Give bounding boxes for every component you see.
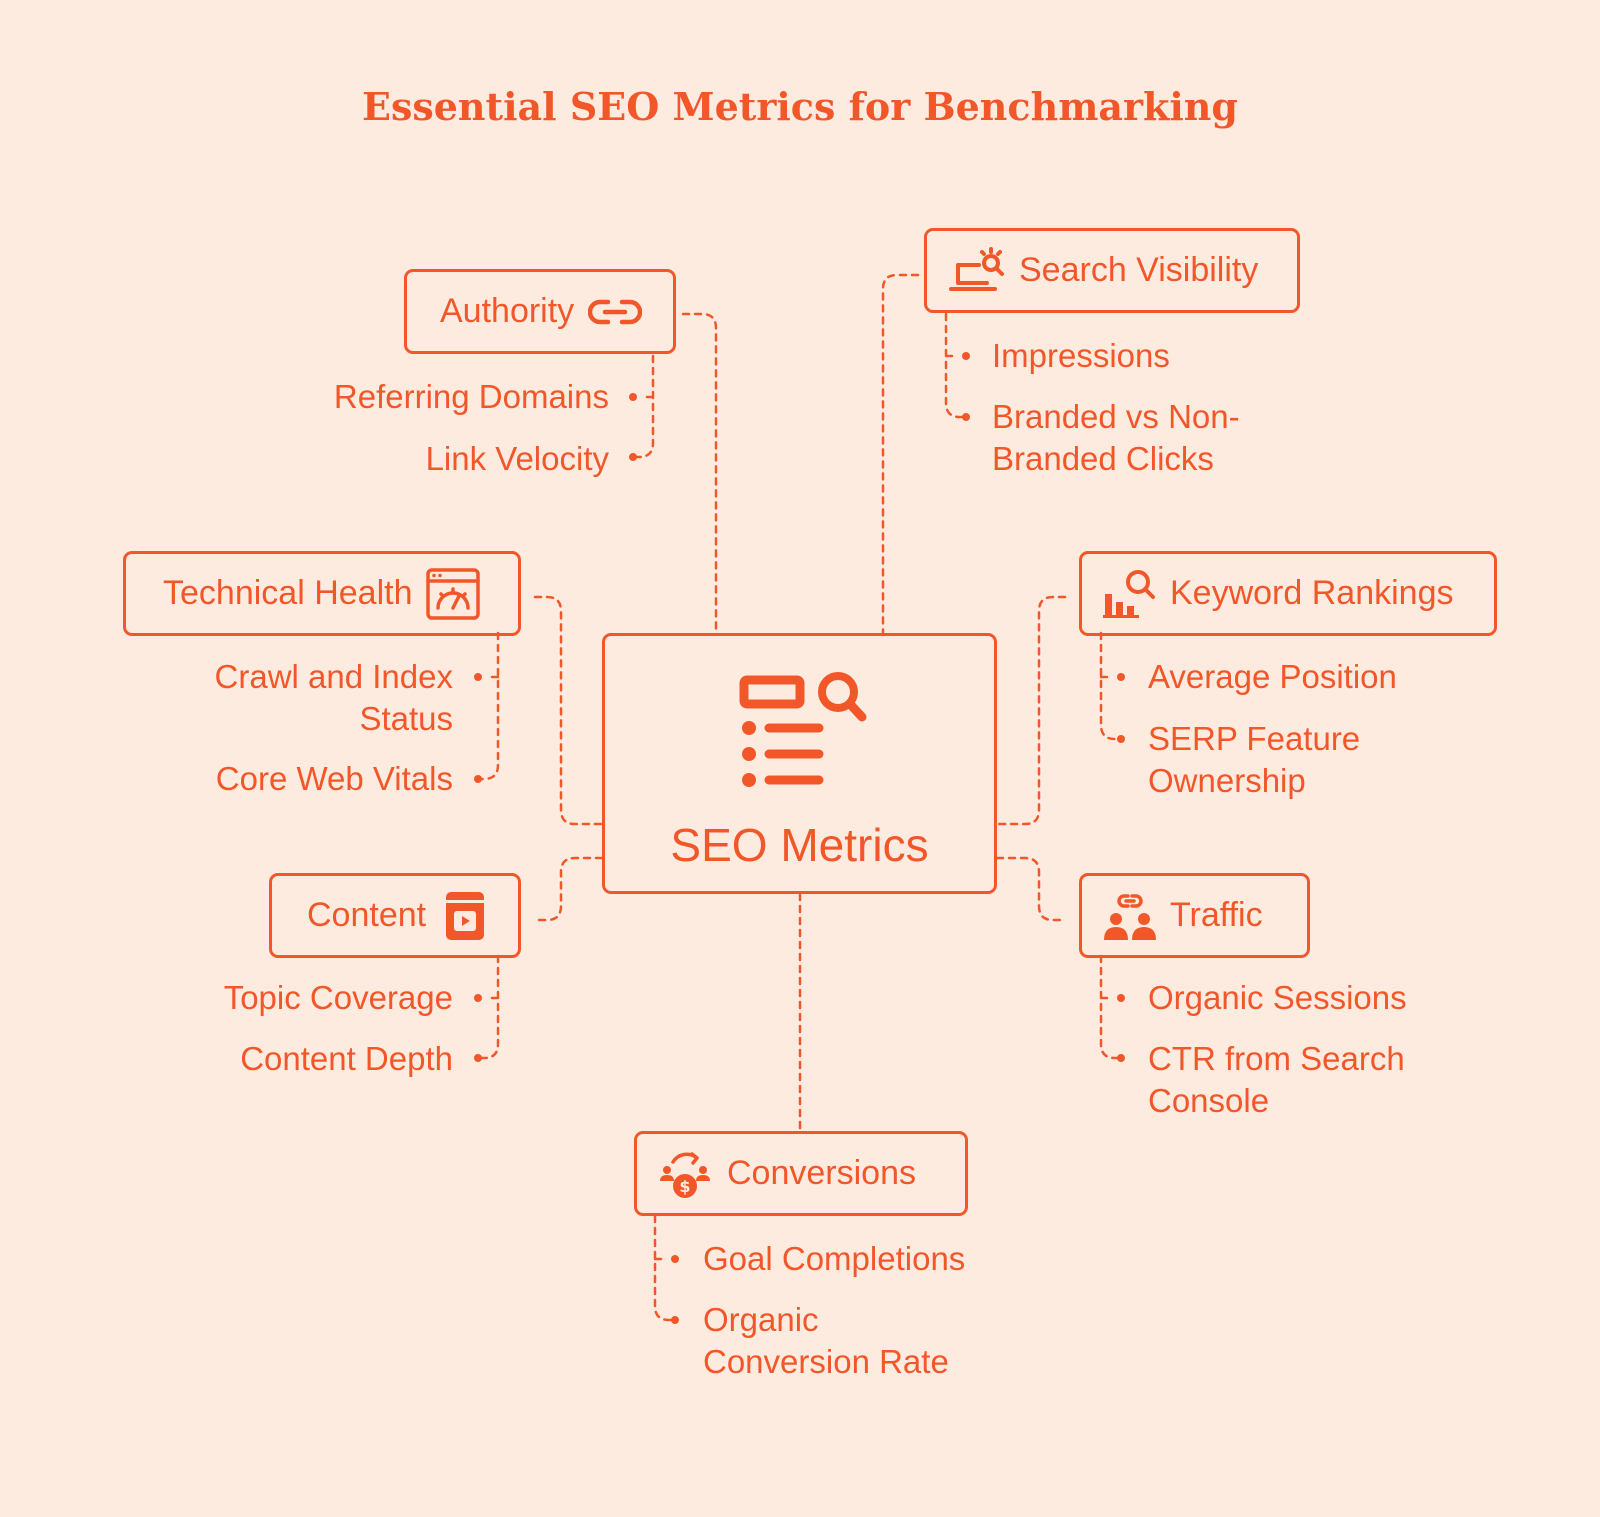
- node-label: Authority: [440, 292, 575, 330]
- money-cycle-icon: $: [660, 1151, 710, 1198]
- connector-technical-health: [533, 595, 604, 826]
- node-content: Content: [269, 873, 521, 958]
- node-technical-health: Technical Health: [123, 551, 521, 636]
- browser-gauge-icon: [426, 567, 481, 620]
- connector-content: [533, 856, 604, 922]
- branch-keyword-rankings: [1099, 631, 1123, 741]
- bullet-core-web-vitals: Core Web Vitals: [215, 760, 453, 797]
- branch-technical-health: [476, 631, 500, 781]
- bullet-organic-sessions: Organic Sessions: [1148, 979, 1407, 1016]
- center-node: SEO Metrics: [602, 633, 997, 894]
- bullet-serp-feature: SERP Feature Ownership: [1148, 720, 1361, 799]
- document-play-icon: [446, 891, 485, 940]
- branch-search-visibility: [944, 312, 968, 419]
- connector-authority: [681, 312, 718, 635]
- node-traffic: Traffic: [1079, 873, 1310, 958]
- node-conversions: $ Conversions: [634, 1131, 968, 1216]
- branch-traffic: [1099, 954, 1123, 1060]
- connector-keyword-rankings: [995, 595, 1067, 826]
- people-link-icon: [1104, 893, 1156, 940]
- bullet-average-position: Average Position: [1148, 658, 1397, 695]
- node-label: Conversions: [727, 1154, 916, 1192]
- bullet-link-velocity: Link Velocity: [425, 440, 609, 477]
- node-label: Content: [307, 896, 427, 934]
- bullet-referring-domains: Referring Domains: [333, 378, 609, 415]
- bullet-topic-coverage: Topic Coverage: [223, 979, 453, 1016]
- node-label: Technical Health: [163, 574, 413, 612]
- node-search-visibility: Search Visibility: [924, 228, 1300, 313]
- node-label: Search Visibility: [1019, 251, 1259, 289]
- list-search-icon: [739, 672, 867, 787]
- branch-conversions: [653, 1214, 677, 1322]
- center-label: SEO Metrics: [670, 819, 929, 871]
- branch-authority: [631, 354, 655, 459]
- connector-traffic: [995, 856, 1067, 922]
- bullet-branded-clicks: Branded vs Non- Branded Clicks: [992, 398, 1240, 477]
- bar-chart-search-icon: [1103, 569, 1155, 618]
- svg-text:$: $: [679, 1177, 690, 1196]
- node-authority: Authority: [404, 269, 676, 354]
- bullet-crawl-index: Crawl and Index Status: [214, 658, 453, 737]
- bullet-content-depth: Content Depth: [240, 1040, 453, 1077]
- bullet-impressions: Impressions: [992, 337, 1170, 374]
- node-keyword-rankings: Keyword Rankings: [1079, 551, 1497, 636]
- node-label: Traffic: [1170, 896, 1263, 934]
- bullet-goal-completions: Goal Completions: [703, 1240, 966, 1277]
- laptop-search-icon: [949, 246, 1004, 291]
- link-icon: [588, 299, 643, 324]
- diagram-title: Essential SEO Metrics for Benchmarking: [361, 84, 1239, 129]
- branch-content: [476, 954, 500, 1060]
- bullet-ctr: CTR from Search Console: [1148, 1040, 1405, 1119]
- connector-search-visibility: [881, 273, 920, 635]
- node-label: Keyword Rankings: [1170, 574, 1454, 612]
- bullet-organic-conversion-rate: Organic Conversion Rate: [703, 1301, 949, 1380]
